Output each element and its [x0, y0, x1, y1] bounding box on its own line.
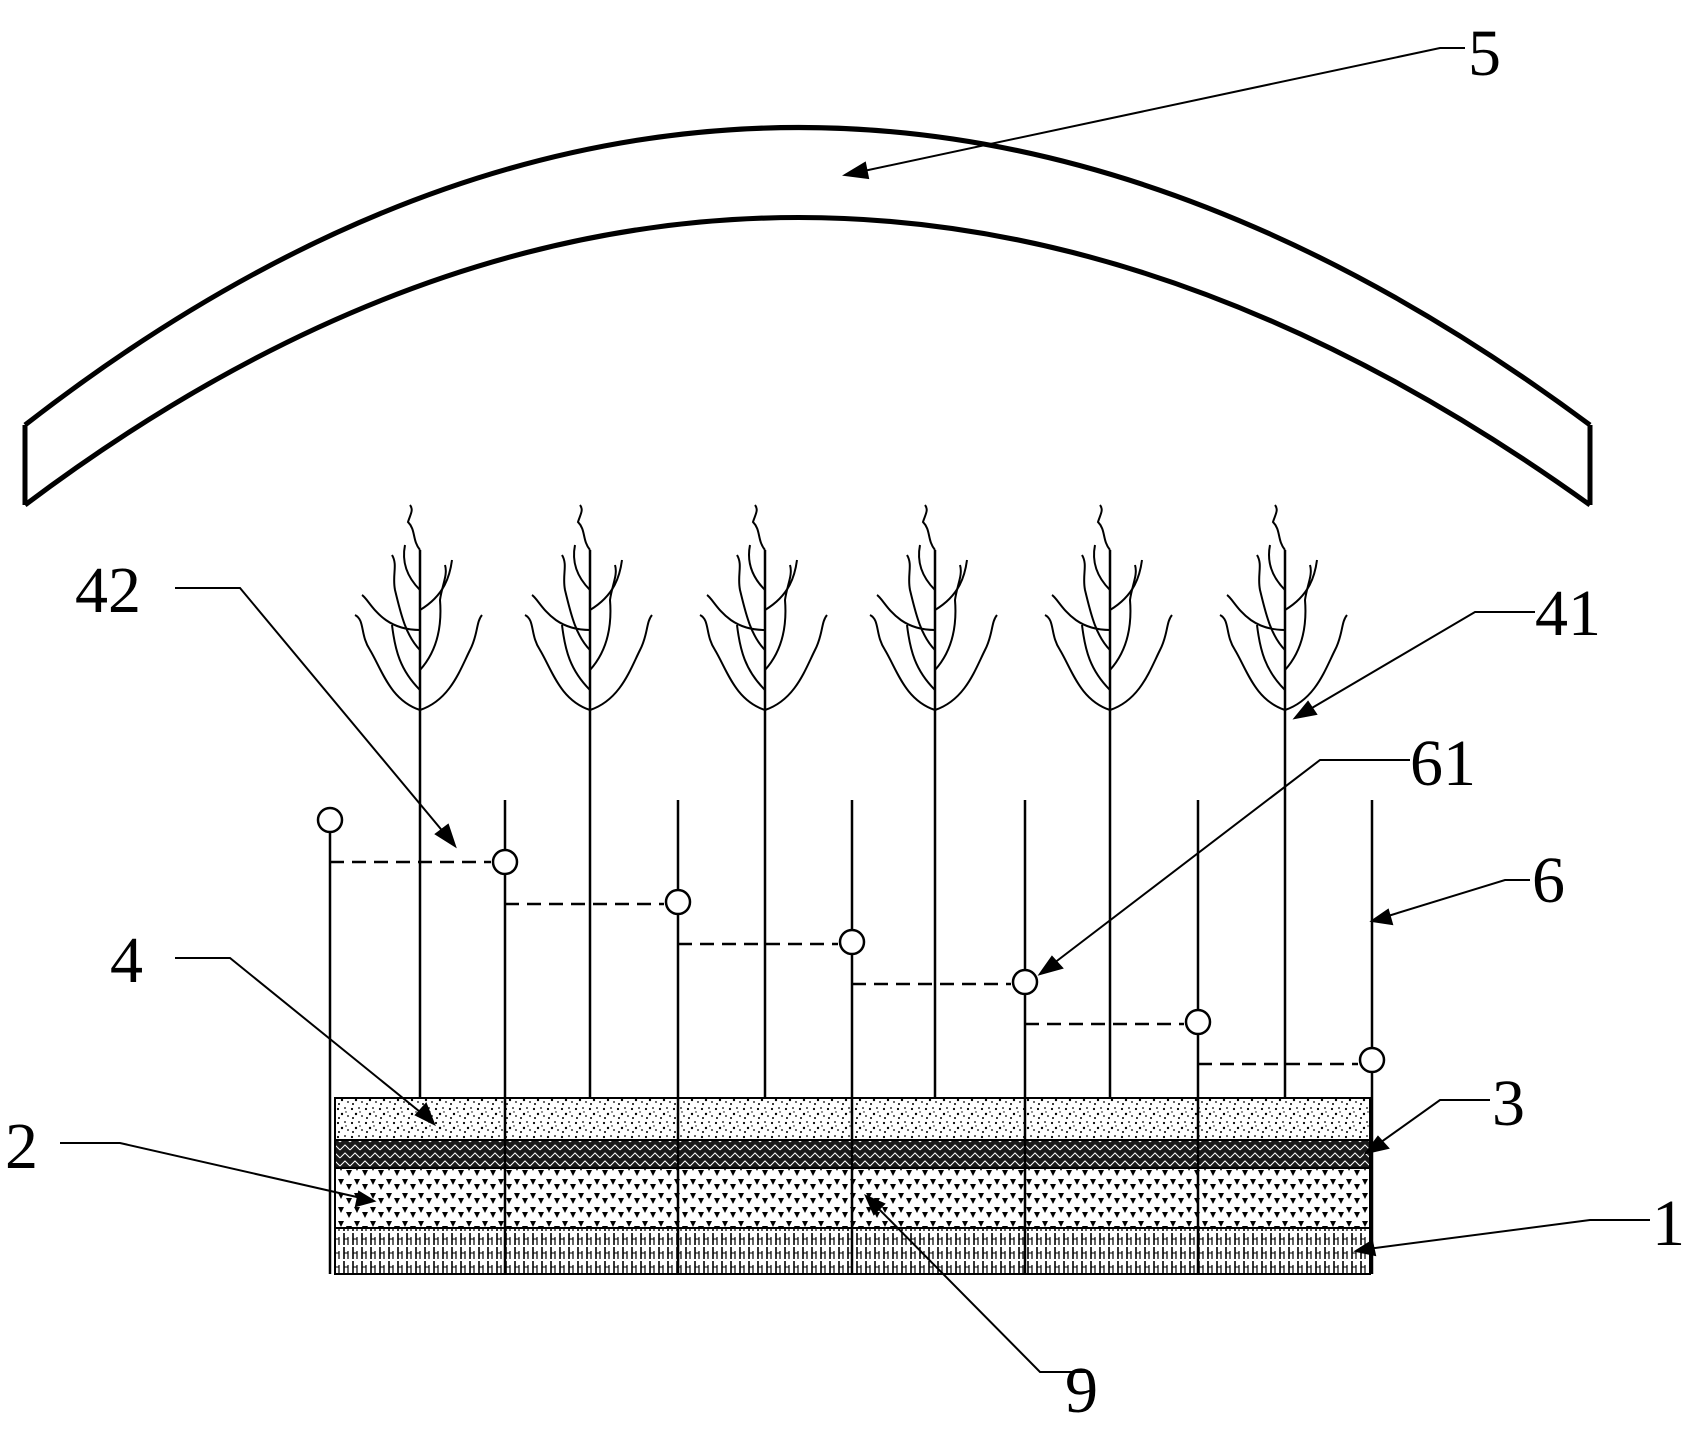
sensor-2 — [491, 848, 519, 876]
plant-3 — [698, 503, 829, 802]
leader-4 — [175, 957, 431, 1121]
label-3: 3 — [1492, 1067, 1525, 1140]
label-2: 2 — [5, 1110, 38, 1183]
plant-2 — [523, 503, 654, 802]
arrow-3 — [1363, 1135, 1390, 1155]
label-4: 4 — [110, 924, 143, 997]
arrow-42 — [434, 823, 457, 849]
arched-cover — [22, 125, 1593, 508]
leader-1 — [1359, 1219, 1650, 1251]
arrow-1 — [1353, 1239, 1377, 1257]
sensor-5 — [1011, 968, 1039, 996]
sensor-1 — [316, 806, 344, 834]
label-41: 41 — [1535, 577, 1601, 650]
leader-6 — [1374, 879, 1530, 921]
arrow-4 — [414, 1102, 436, 1127]
leader-5 — [844, 47, 1465, 176]
leader-41 — [1299, 611, 1535, 716]
arrow-2 — [354, 1190, 377, 1208]
pipes — [316, 800, 1386, 1274]
sensor-4 — [838, 928, 866, 956]
label-1: 1 — [1652, 1187, 1685, 1260]
plant-5 — [1043, 503, 1174, 802]
callout-labels: 5 42 41 61 6 4 3 2 1 9 — [5, 17, 1685, 1427]
arrow-61 — [1037, 955, 1064, 976]
plants — [353, 503, 1349, 1098]
leader-3 — [1369, 1099, 1490, 1151]
leader-61 — [1044, 759, 1410, 971]
label-5: 5 — [1468, 17, 1501, 90]
arrow-9 — [864, 1194, 886, 1216]
leader-2 — [60, 1142, 371, 1201]
arrow-6 — [1369, 908, 1394, 926]
leader-9 — [869, 1199, 1090, 1373]
plant-6 — [1218, 503, 1349, 802]
leader-42 — [175, 587, 451, 841]
arrow-5 — [842, 161, 870, 180]
plant-4 — [868, 503, 999, 802]
label-42: 42 — [75, 554, 141, 627]
label-61: 61 — [1410, 727, 1476, 800]
sensor-3 — [664, 888, 692, 916]
label-9: 9 — [1065, 1354, 1098, 1427]
label-6: 6 — [1532, 844, 1565, 917]
leader-lines — [60, 47, 1650, 1373]
sensor-6 — [1184, 1008, 1212, 1036]
plant-1 — [353, 503, 484, 802]
sensor-7 — [1358, 1046, 1386, 1074]
arrow-41 — [1292, 700, 1318, 720]
